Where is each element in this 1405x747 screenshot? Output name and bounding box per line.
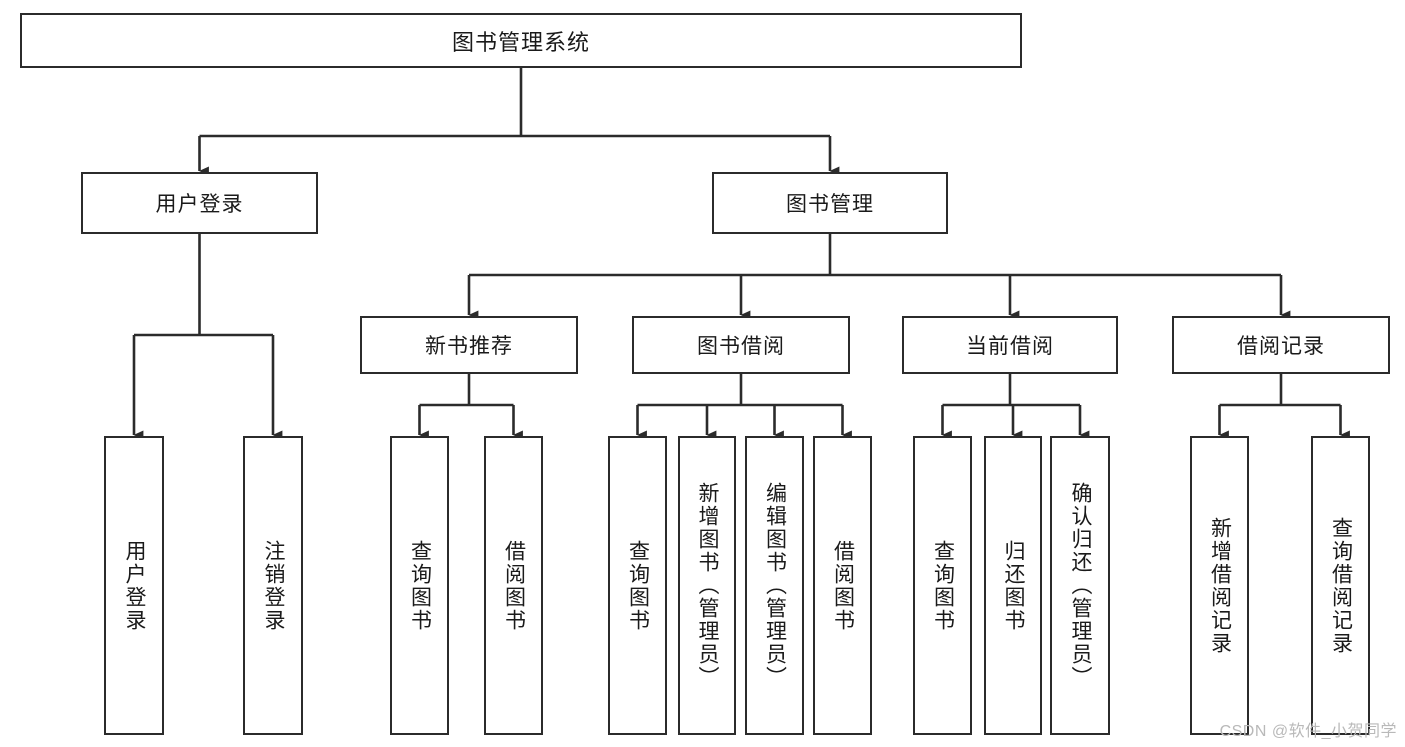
- node-leaf-logout[interactable]: 注销登录: [243, 436, 303, 735]
- node-newbook[interactable]: 新书推荐: [360, 316, 578, 374]
- node-current[interactable]: 当前借阅: [902, 316, 1118, 374]
- node-label: 查询图书: [408, 539, 432, 632]
- node-label: 图书管理: [786, 193, 874, 216]
- node-label: 确认归还（管理员）: [1069, 482, 1093, 689]
- node-label: 新增图书（管理员）: [696, 482, 720, 689]
- node-leaf-nb-borrow[interactable]: 借阅图书: [484, 436, 543, 735]
- node-label: 编辑图书（管理员）: [763, 482, 787, 689]
- node-label: 用户登录: [155, 193, 244, 216]
- node-leaf-cu-query[interactable]: 查询图书: [913, 436, 972, 735]
- node-borrow[interactable]: 图书借阅: [632, 316, 850, 374]
- node-leaf-rc-query[interactable]: 查询借阅记录: [1311, 436, 1370, 735]
- node-label: 归还图书: [1002, 539, 1026, 632]
- node-leaf-bw-edit[interactable]: 编辑图书（管理员）: [745, 436, 804, 735]
- node-label: 图书管理系统: [451, 29, 590, 55]
- node-label: 借阅图书: [502, 539, 526, 632]
- node-label: 查询图书: [931, 539, 955, 632]
- node-leaf-bw-borrow[interactable]: 借阅图书: [813, 436, 872, 735]
- watermark-label: CSDN @软件_小贺同学: [1219, 723, 1397, 740]
- node-root[interactable]: 图书管理系统: [20, 13, 1022, 68]
- node-label: 注销登录: [262, 539, 286, 632]
- node-leaf-bw-query[interactable]: 查询图书: [608, 436, 667, 735]
- node-label: 图书借阅: [697, 335, 785, 358]
- node-leaf-nb-query[interactable]: 查询图书: [390, 436, 449, 735]
- node-login[interactable]: 用户登录: [81, 172, 318, 234]
- node-label: 查询借阅记录: [1329, 516, 1353, 655]
- node-label: 借阅图书: [831, 539, 855, 632]
- node-label: 用户登录: [123, 539, 147, 632]
- node-leaf-login[interactable]: 用户登录: [104, 436, 164, 735]
- node-label: 借阅记录: [1237, 335, 1325, 358]
- node-leaf-cu-return[interactable]: 归还图书: [984, 436, 1042, 735]
- node-records[interactable]: 借阅记录: [1172, 316, 1390, 374]
- node-label: 查询图书: [626, 539, 650, 632]
- node-label: 新增借阅记录: [1208, 516, 1232, 655]
- node-label: 新书推荐: [425, 335, 513, 358]
- node-label: 当前借阅: [966, 335, 1054, 358]
- node-leaf-rc-add[interactable]: 新增借阅记录: [1190, 436, 1249, 735]
- node-leaf-cu-confirm[interactable]: 确认归还（管理员）: [1050, 436, 1110, 735]
- node-bookmgmt[interactable]: 图书管理: [712, 172, 948, 234]
- node-leaf-bw-add[interactable]: 新增图书（管理员）: [678, 436, 736, 735]
